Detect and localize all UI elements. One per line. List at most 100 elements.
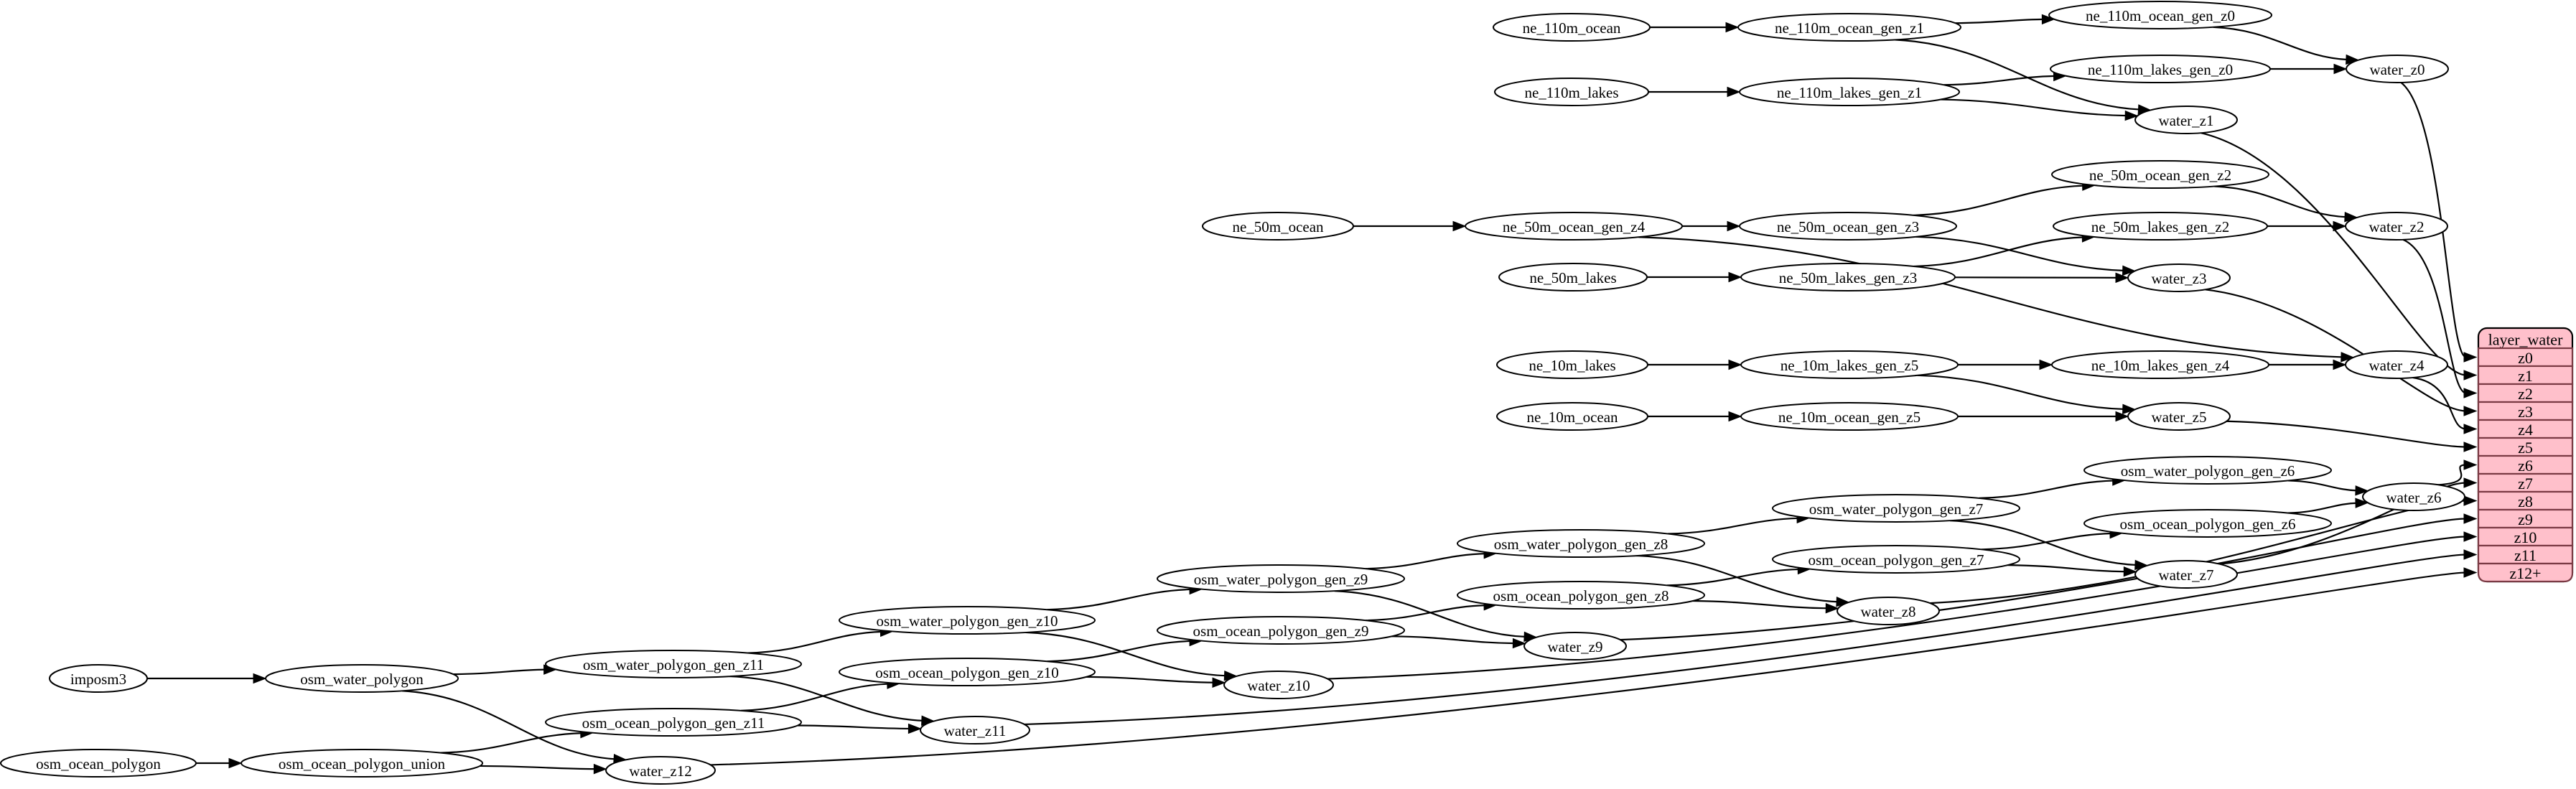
graph-node-ne_110m_ocean_gen_z0[interactable]: ne_110m_ocean_gen_z0 [2048,1,2272,29]
graph-node-osm_ocean_polygon_gen_z9[interactable]: osm_ocean_polygon_gen_z9 [1157,616,1405,645]
layer-water-row-z4[interactable]: z4 [2477,419,2574,439]
edge-arrowhead [1728,359,1742,370]
edge-arrowhead [2463,388,2478,398]
graph-node-water_z6[interactable]: water_z6 [2362,482,2465,511]
layer-water-row-label-z7: z7 [2518,475,2533,492]
node-shape-water_z12 [605,756,716,785]
edge-arrowhead [2463,531,2478,542]
graph-node-ne_110m_lakes_gen_z1[interactable]: ne_110m_lakes_gen_z1 [1739,78,1960,106]
graph-node-osm_ocean_polygon_gen_z8[interactable]: osm_ocean_polygon_gen_z8 [1457,581,1705,610]
node-shape-imposm3 [49,664,148,693]
layer-water-row-cell-z1 [2477,365,2574,386]
layer-water-row-z1[interactable]: z1 [2477,365,2574,386]
graph-node-ne_50m_ocean_gen_z2[interactable]: ne_50m_ocean_gen_z2 [2051,160,2269,189]
graph-node-osm_water_polygon_gen_z8[interactable]: osm_water_polygon_gen_z8 [1457,529,1705,558]
edge-arrowhead [2463,424,2478,434]
layer-water-table-title: layer_water [2488,331,2563,349]
edge-arrowhead [2122,403,2137,415]
graph-node-water_z1[interactable]: water_z1 [2134,106,2238,134]
layer-water-row-z3[interactable]: z3 [2477,401,2574,421]
layer-water-row-label-z11: z11 [2514,546,2537,564]
graph-node-ne_10m_ocean[interactable]: ne_10m_ocean [1496,402,1648,431]
layer-water-row-z8[interactable]: z8 [2477,490,2574,511]
graph-node-water_z3[interactable]: water_z3 [2127,263,2231,292]
layer-water-table: layer_waterz0z1z2z3z4z5z6z7z8z9z10z11z12… [2477,327,2574,583]
node-shape-water_z8 [1837,597,1940,625]
graph-node-osm_water_polygon_gen_z9[interactable]: osm_water_polygon_gen_z9 [1157,564,1405,593]
graph-node-water_z5[interactable]: water_z5 [2127,402,2231,431]
node-shape-osm_ocean_polygon_gen_z7 [1772,545,2020,574]
graph-node-ne_110m_ocean[interactable]: ne_110m_ocean [1493,13,1651,42]
edge-arrowhead [2333,359,2347,370]
layer-water-row-z9[interactable]: z9 [2477,508,2574,529]
graph-node-water_z11[interactable]: water_z11 [920,716,1030,744]
layer-water-row-z10[interactable]: z10 [2477,526,2574,547]
graph-node-osm_water_polygon[interactable]: osm_water_polygon [265,664,459,693]
graph-node-water_z7[interactable]: water_z7 [2134,560,2238,589]
graph-node-ne_10m_ocean_gen_z5[interactable]: ne_10m_ocean_gen_z5 [1740,402,1959,431]
graph-node-water_z8[interactable]: water_z8 [1837,597,1940,625]
node-shape-water_z2 [2345,212,2448,241]
graph-node-osm_ocean_polygon_gen_z10[interactable]: osm_ocean_polygon_gen_z10 [839,658,1096,686]
graph-node-osm_ocean_polygon_gen_z6[interactable]: osm_ocean_polygon_gen_z6 [2083,509,2332,538]
node-shape-ne_10m_ocean [1496,402,1648,431]
node-shape-ne_50m_ocean_gen_z4 [1465,212,1683,241]
layer-water-row-z11[interactable]: z11 [2477,544,2574,565]
graph-node-ne_10m_lakes_gen_z4[interactable]: ne_10m_lakes_gen_z4 [2051,350,2269,379]
graph-node-osm_water_polygon_gen_z11[interactable]: osm_water_polygon_gen_z11 [545,650,802,678]
node-shape-water_z5 [2127,402,2231,431]
graph-node-osm_water_polygon_gen_z10[interactable]: osm_water_polygon_gen_z10 [839,606,1096,635]
node-shape-water_z0 [2346,55,2449,83]
graph-node-water_z0[interactable]: water_z0 [2346,55,2449,83]
edge-arrowhead [2355,498,2369,508]
graph-node-ne_50m_lakes_gen_z2[interactable]: ne_50m_lakes_gen_z2 [2053,212,2268,241]
graph-node-osm_ocean_polygon_gen_z7[interactable]: osm_ocean_polygon_gen_z7 [1772,545,2020,574]
layer-water-row-z0[interactable]: z0 [2477,347,2574,368]
graph-node-water_z12[interactable]: water_z12 [605,756,716,785]
graph-node-osm_ocean_polygon_gen_z11[interactable]: osm_ocean_polygon_gen_z11 [545,708,802,737]
graph-node-osm_water_polygon_gen_z6[interactable]: osm_water_polygon_gen_z6 [2083,456,2332,485]
edge-arrowhead [2463,567,2478,578]
node-shape-osm_water_polygon [265,664,459,693]
edge-water_z10-to-layer_water-z10 [1327,536,2467,680]
edge-osm_ocean_polygon_gen_z8-to-water_z8 [1692,599,1829,610]
edge-osm_ocean_polygon_gen_z10-to-osm_ocean_polygon_gen_z9 [1047,640,1192,663]
node-shape-ne_50m_lakes_gen_z2 [2053,212,2268,241]
graph-node-osm_ocean_polygon_union[interactable]: osm_ocean_polygon_union [241,749,483,778]
node-shape-ne_10m_lakes_gen_z4 [2051,350,2269,379]
graph-node-imposm3[interactable]: imposm3 [49,664,148,693]
graph-node-ne_50m_ocean_gen_z3[interactable]: ne_50m_ocean_gen_z3 [1739,212,1957,241]
node-shape-osm_water_polygon_gen_z8 [1457,529,1705,558]
edge-osm_ocean_polygon_gen_z9-to-osm_ocean_polygon_gen_z8 [1365,604,1487,622]
graph-node-ne_50m_lakes_gen_z3[interactable]: ne_50m_lakes_gen_z3 [1740,263,1956,291]
graph-node-osm_ocean_polygon[interactable]: osm_ocean_polygon [0,749,197,778]
graph-node-water_z9[interactable]: water_z9 [1523,632,1627,660]
graph-node-osm_water_polygon_gen_z7[interactable]: osm_water_polygon_gen_z7 [1772,494,2020,523]
layer-water-row-z7[interactable]: z7 [2477,472,2574,493]
layer-water-row-label-z0: z0 [2518,349,2533,367]
graph-node-ne_110m_lakes[interactable]: ne_110m_lakes [1494,78,1649,106]
layer-water-row-z6[interactable]: z6 [2477,454,2574,475]
graph-node-water_z4[interactable]: water_z4 [2345,350,2448,379]
graph-node-ne_110m_lakes_gen_z0[interactable]: ne_110m_lakes_gen_z0 [2050,55,2271,83]
graph-node-water_z2[interactable]: water_z2 [2345,212,2448,241]
edge-osm_ocean_polygon_gen_z6-to-water_z6 [2287,502,2358,514]
graph-node-ne_50m_ocean[interactable]: ne_50m_ocean [1202,212,1354,241]
edge-arrowhead [253,673,267,684]
node-shape-osm_ocean_polygon_gen_z11 [545,708,802,737]
graph-node-ne_10m_lakes[interactable]: ne_10m_lakes [1496,350,1648,379]
graph-node-ne_50m_ocean_gen_z4[interactable]: ne_50m_ocean_gen_z4 [1465,212,1683,241]
graph-node-ne_110m_ocean_gen_z1[interactable]: ne_110m_ocean_gen_z1 [1737,13,1961,42]
layer-water-row-z2[interactable]: z2 [2477,383,2574,403]
node-shape-ne_50m_ocean [1202,212,1354,241]
edge-ne_10m_lakes_gen_z5-to-water_z5 [1917,374,2125,411]
graph-node-ne_10m_lakes_gen_z5[interactable]: ne_10m_lakes_gen_z5 [1740,350,1959,379]
edge-arrowhead [2355,485,2369,496]
edge-arrowhead [2463,459,2478,470]
layer-water-row-z5[interactable]: z5 [2477,436,2574,457]
layer-water-row-z12+[interactable]: z12+ [2477,562,2574,583]
nodes-layer: ne_110m_ocean ne_110m_ocean_gen_z1 ne_110m… [0,1,2465,785]
graph-node-ne_50m_lakes[interactable]: ne_50m_lakes [1498,263,1648,291]
edge-osm_water_polygon_gen_z7-to-osm_water_polygon_gen_z6 [1979,480,2115,500]
graph-node-water_z10[interactable]: water_z10 [1223,671,1334,699]
